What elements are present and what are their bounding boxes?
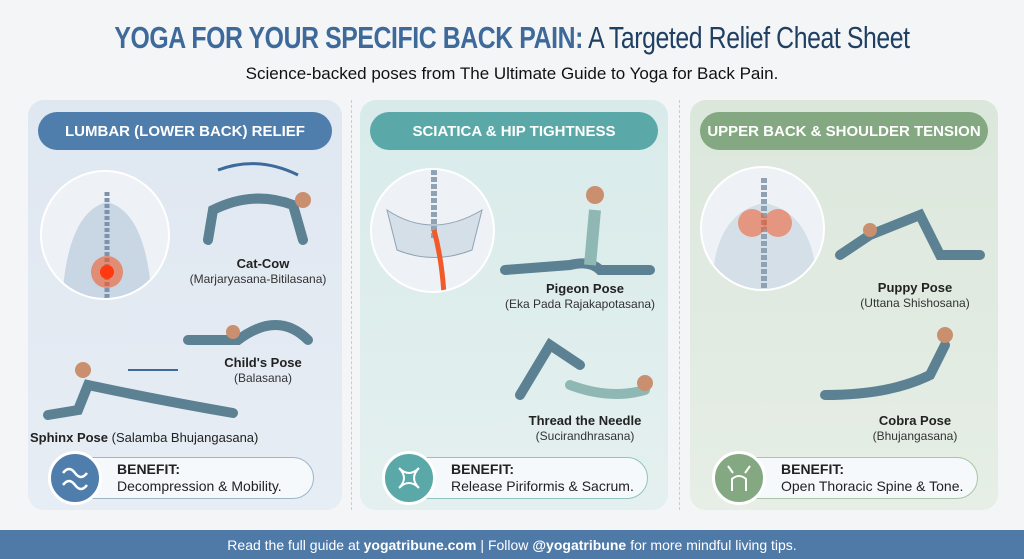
footer-text: for more mindful living tips. [630, 536, 797, 553]
benefit-box: BENEFIT:Release Piriformis & Sacrum. [392, 457, 648, 499]
benefit-text: Decompression & Mobility. [117, 478, 282, 494]
thread-the-needle-illustration [515, 337, 653, 400]
sphinx-pose-label: Sphinx Pose (Salamba Bhujangasana) [30, 430, 258, 445]
divider [679, 100, 680, 510]
panel-heading: SCIATICA & HIP TIGHTNESS [370, 112, 658, 150]
pose-sanskrit: (Balasana) [233, 371, 293, 385]
pose-sanskrit: (Bhujangasana) [872, 429, 958, 443]
divider [351, 100, 352, 510]
knot-icon [382, 451, 436, 505]
benefit-box: BENEFIT:Open Thoracic Spine & Tone. [722, 457, 978, 499]
panel-lumbar: LUMBAR (LOWER BACK) RELIEF Cat-Cow (Marj… [28, 100, 342, 510]
childs-pose-illustration [183, 320, 313, 345]
puppy-pose-illustration [835, 208, 985, 260]
pose-name: Cobra Pose [878, 413, 952, 428]
footer-text: | Follow [480, 536, 529, 553]
footer-bar: Read the full guide at yogatribune.com |… [0, 530, 1024, 559]
pose-name: Pigeon Pose [545, 281, 625, 296]
hip-anatomy-image [370, 168, 495, 293]
pose-sanskrit: (Uttana Shishosana) [860, 296, 970, 310]
pose-sanskrit: (Sucirandhrasana) [535, 429, 635, 443]
panel-sciatica: SCIATICA & HIP TIGHTNESS Pigeon Pose (Ek… [360, 100, 668, 510]
pose-name: Puppy Pose [877, 280, 953, 295]
panel-heading: UPPER BACK & SHOULDER TENSION [700, 112, 988, 150]
page-title: YOGA FOR YOUR SPECIFIC BACK PAIN: A Targ… [114, 20, 910, 56]
cat-cow-illustration [203, 162, 311, 245]
footer-text: Read the full guide at [227, 536, 360, 553]
cobra-pose-illustration [820, 327, 953, 400]
upper-back-anatomy-image [700, 166, 825, 291]
social-handle-link[interactable]: @yogatribune [532, 536, 627, 553]
wave-arrows-icon [48, 451, 102, 505]
benefit-label: BENEFIT: [117, 461, 180, 477]
site-link[interactable]: yogatribune.com [363, 536, 477, 553]
pose-name: Cat-Cow [236, 256, 290, 271]
benefit-label: BENEFIT: [451, 461, 514, 477]
pose-sanskrit: (Eka Pada Rajakapotasana) [504, 297, 656, 311]
panel-heading: LUMBAR (LOWER BACK) RELIEF [38, 112, 332, 150]
panel-upper-back: UPPER BACK & SHOULDER TENSION Puppy Pose… [690, 100, 998, 510]
benefit-label: BENEFIT: [781, 461, 844, 477]
sphinx-pose-illustration [43, 362, 238, 420]
benefit-text: Open Thoracic Spine & Tone. [781, 478, 964, 494]
title-bold: YOGA FOR YOUR SPECIFIC BACK PAIN: [114, 20, 583, 55]
title-rest: A Targeted Relief Cheat Sheet [582, 20, 910, 55]
pose-sanskrit: (Salamba Bhujangasana) [111, 430, 259, 445]
lower-back-anatomy-image [40, 170, 170, 300]
pigeon-pose-illustration [500, 186, 655, 275]
pose-name: Thread the Needle [528, 413, 642, 428]
pose-name: Child's Pose [224, 355, 302, 370]
subtitle: Science-backed poses from The Ultimate G… [245, 64, 779, 83]
shoulders-open-icon [712, 451, 766, 505]
pose-sanskrit: (Marjaryasana-Bitilasana) [189, 272, 327, 286]
pose-name: Sphinx Pose [30, 430, 109, 445]
benefit-text: Release Piriformis & Sacrum. [451, 478, 634, 494]
